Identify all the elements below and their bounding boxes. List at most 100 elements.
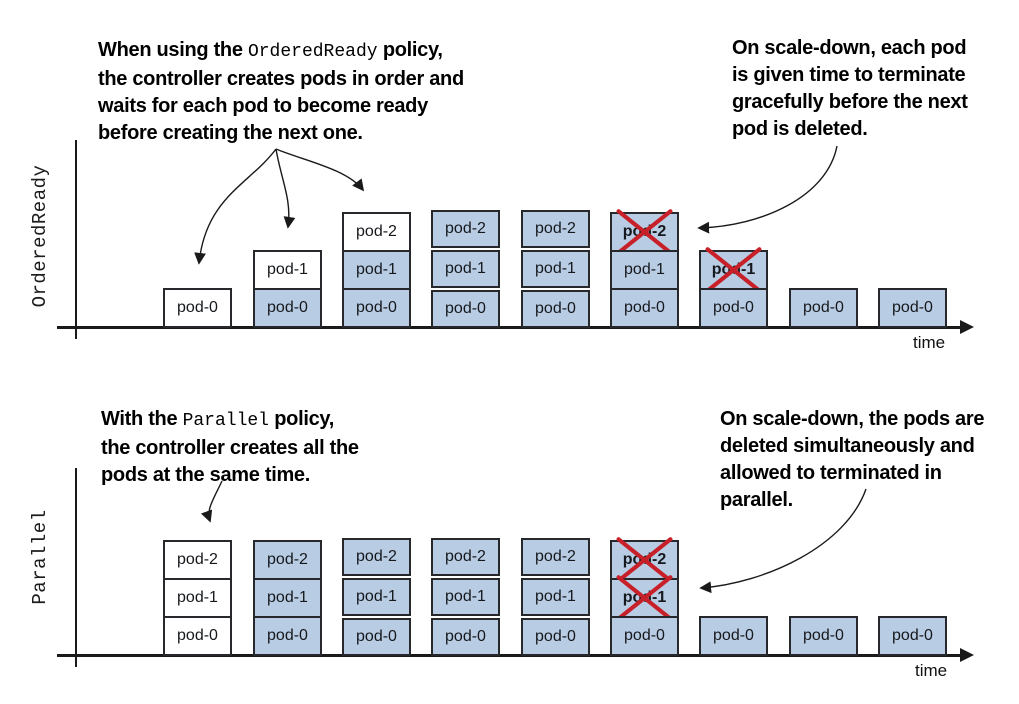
policy-name-code: OrderedReady [247,42,378,62]
parallel-scaledown-note: On scale-down, the pods are deleted simul… [720,406,984,514]
pod-cell: pod-0 [878,288,947,328]
pod-label: pod-0 [624,299,665,316]
pod-cell: pod-1 [431,578,500,616]
pod-cell: pod-0 [699,288,768,328]
annotation-text: On scale-down, the pods are [720,408,985,430]
annotation-text: pod is deleted. [732,118,868,140]
pod-cell: pod-1 [342,578,411,616]
pod-stack: pod-1 pod-0 [699,247,768,328]
pod-label: pod-1 [535,260,576,277]
annotation-line: the controller creates all the [101,435,359,462]
pod-cell: pod-0 [789,288,858,328]
pod-stack: pod-2 pod-1 pod-0 [431,538,500,656]
ordered-ready-scaledown-note: On scale-down, each pod is given time to … [732,35,968,143]
annotation-line: is given time to terminate [732,62,968,89]
pod-label: pod-0 [177,299,218,316]
pod-label: pod-1 [624,261,665,278]
pod-stack: pod-2 pod-1 pod-0 [163,540,232,656]
pod-stack: pod-0 [163,288,232,328]
annotation-text: deleted simultaneously and [720,435,975,457]
pod-label: pod-1 [356,588,397,605]
pod-cell: pod-2 [431,538,500,576]
pod-label: pod-0 [713,299,754,316]
annotation-text: parallel. [720,489,793,511]
pod-cell: pod-0 [342,618,411,656]
annotation-line: waits for each pod to become ready [98,93,464,120]
pod-label: pod-1 [445,588,486,605]
annotation-text: On scale-down, each pod [732,37,967,59]
annotation-text: waits for each pod to become ready [98,95,428,117]
annotation-text: policy, [268,408,335,430]
pod-cell: pod-0 [342,288,411,328]
pod-cell: pod-0 [163,616,232,656]
pod-cell-terminating: pod-2 [610,209,679,255]
annotation-line: On scale-down, the pods are [720,406,984,433]
pod-label: pod-2 [535,220,576,237]
parallel-time-axis-arrowhead-icon [960,648,974,662]
pod-cell: pod-0 [431,618,500,656]
annotation-text: policy, [377,39,443,61]
pod-label: pod-1 [445,260,486,277]
pod-label: pod-2 [622,551,667,568]
pod-label: pod-0 [445,300,486,317]
pod-cell: pod-2 [431,210,500,248]
pod-cell-terminating: pod-1 [699,247,768,293]
ordered-ready-time-axis-arrowhead-icon [960,320,974,334]
pod-cell: pod-0 [610,288,679,328]
pod-label: pod-1 [622,589,667,606]
ordered-ready-create-note: When using the OrderedReady policy,the c… [98,37,464,147]
pod-label: pod-0 [624,627,665,644]
pod-cell: pod-0 [163,288,232,328]
pod-label: pod-0 [803,299,844,316]
annotation-text: before creating the next one. [98,122,363,144]
pod-cell: pod-1 [253,250,322,290]
pod-label: pod-0 [177,627,218,644]
annotation-text: allowed to terminated in [720,462,942,484]
pod-label: pod-0 [535,300,576,317]
pod-label: pod-2 [356,223,397,240]
create-order-arrow-pod1-icon [275,148,296,229]
pod-cell: pod-1 [521,250,590,288]
pod-cell: pod-0 [253,288,322,328]
pod-stack: pod-0 [878,616,947,656]
annotation-line: With the Parallel policy, [101,406,359,435]
annotation-text: gracefully before the next [732,91,968,113]
pod-stack: pod-0 [699,616,768,656]
pod-cell: pod-1 [610,250,679,290]
annotation-text: the controller creates pods in order and [98,68,464,90]
pod-cell: pod-0 [789,616,858,656]
pod-label: pod-0 [892,627,933,644]
pod-cell-terminating: pod-2 [610,537,679,583]
graceful-terminate-arrow-icon [697,145,838,234]
pod-cell: pod-0 [431,290,500,328]
pod-label: pod-0 [713,627,754,644]
pod-label: pod-0 [535,628,576,645]
pod-cell-terminating: pod-1 [610,575,679,621]
annotation-text: pods at the same time. [101,464,311,486]
pod-cell: pod-1 [253,578,322,618]
pod-stack: pod-1 pod-0 [253,250,322,328]
annotation-line: pods at the same time. [101,462,359,489]
annotation-line: On scale-down, each pod [732,35,968,62]
pod-cell: pod-1 [163,578,232,618]
annotation-text: the controller creates all the [101,437,359,459]
pod-label: pod-0 [267,299,308,316]
pod-label: pod-1 [267,261,308,278]
pod-cell: pod-2 [342,538,411,576]
pod-cell: pod-0 [699,616,768,656]
pod-label: pod-1 [535,588,576,605]
annotation-line: the controller creates pods in order and [98,66,464,93]
pod-cell: pod-0 [521,290,590,328]
pod-cell: pod-1 [431,250,500,288]
pod-label: pod-2 [177,551,218,568]
pod-label: pod-2 [622,223,667,240]
pod-cell: pod-2 [342,212,411,252]
pod-stack: pod-2 pod-1 pod-0 [610,209,679,328]
annotation-line: before creating the next one. [98,120,464,147]
pod-label: pod-1 [711,261,756,278]
annotation-line: deleted simultaneously and [720,433,984,460]
pod-stack: pod-0 [878,288,947,328]
pod-label: pod-2 [535,548,576,565]
